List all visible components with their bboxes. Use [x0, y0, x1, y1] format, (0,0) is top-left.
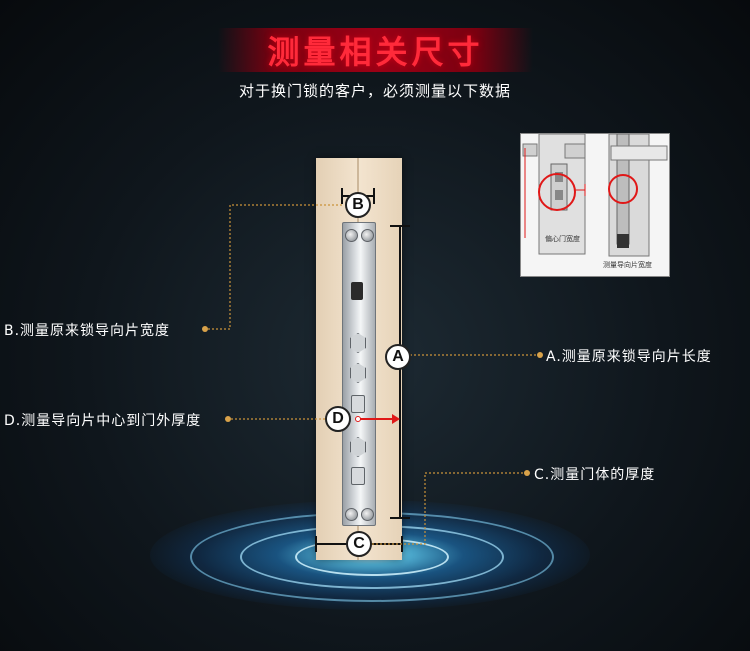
- page-title: 测量相关尺寸: [267, 33, 484, 71]
- label-b: B.测量原来锁导向片宽度: [4, 323, 171, 339]
- label-a: A.测量原来锁导向片长度: [546, 349, 712, 365]
- screw-bottom-left: [345, 508, 358, 521]
- title-banner: 测量相关尺寸: [218, 28, 533, 72]
- marker-b: B: [345, 192, 371, 218]
- lock-slot-2: [351, 467, 365, 485]
- hex-bolt-3: [350, 437, 366, 457]
- marker-c: C: [346, 531, 372, 557]
- screw-top-left: [345, 229, 358, 242]
- subtitle: 对于换门锁的客户，必须测量以下数据: [238, 82, 511, 100]
- screw-bottom-right: [361, 508, 374, 521]
- inset-caption-plate: 测量导向片宽度: [603, 261, 652, 269]
- latch-bolt: [351, 282, 363, 300]
- lock-slot-1: [351, 395, 365, 413]
- marker-a: A: [385, 344, 411, 370]
- label-d: D.测量导向片中心到门外厚度: [4, 413, 202, 429]
- hex-bolt-2: [350, 363, 366, 383]
- inset-caption-offset: 偏心门宽度: [545, 235, 580, 243]
- screw-top-right: [361, 229, 374, 242]
- marker-d: D: [325, 406, 351, 432]
- hex-bolt-1: [350, 333, 366, 353]
- inset-illustration: [521, 134, 669, 276]
- label-c: C.测量门体的厚度: [534, 467, 656, 483]
- inset-photo: 偏心门宽度 测量导向片宽度: [520, 133, 670, 277]
